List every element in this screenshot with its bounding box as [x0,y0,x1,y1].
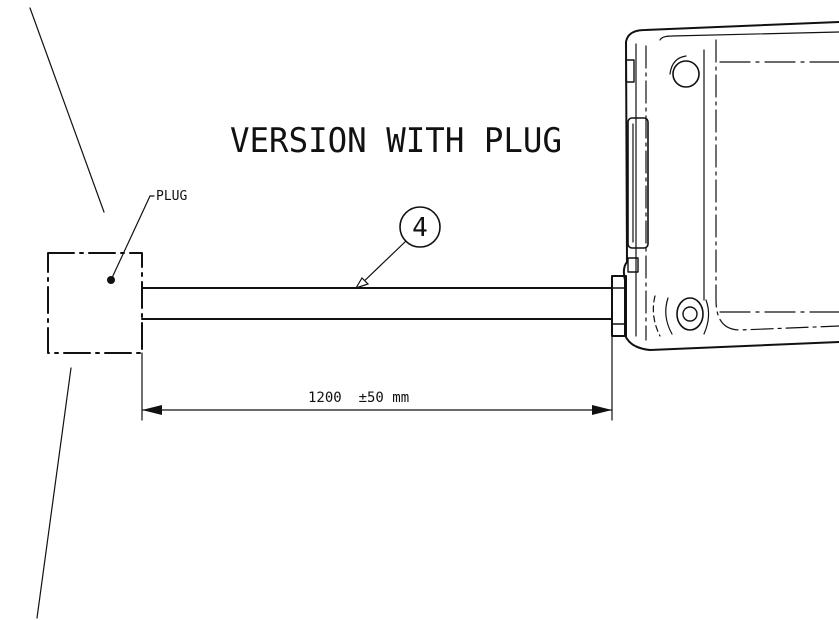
dimension-label: 1200 ±50 mm [308,390,409,406]
callout-leader [357,240,407,288]
callout-number: 4 [412,213,428,243]
callout-arrowhead [354,277,370,290]
plug-leader [110,195,151,281]
dimension-arrow-left [142,405,162,415]
plug-label: PLUG [156,189,187,204]
section-line-bottom [36,367,72,619]
device-housing [611,21,839,351]
callout-balloon [399,206,441,248]
plug-box [47,252,143,354]
dimension-arrow-right [592,405,612,415]
section-line-top [29,7,105,213]
drawing-title: VERSION WITH PLUG [230,121,562,161]
